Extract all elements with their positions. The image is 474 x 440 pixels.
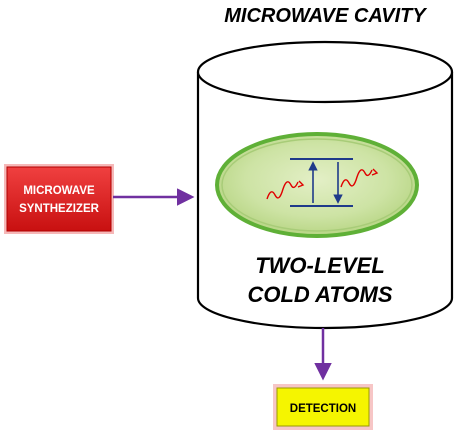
synthesizer-label-line1: MICROWAVE: [23, 185, 95, 197]
absorbed-photon-wave: [266, 181, 299, 200]
detection-box: DETECTION: [273, 384, 373, 430]
absorbed-photon-arrowhead: [297, 180, 305, 188]
emitted-photon-arrowhead: [371, 168, 379, 176]
microwave-synthesizer-box: MICROWAVE SYNTHEZIZER: [4, 164, 114, 234]
detection-rect: [276, 387, 370, 427]
atom-cloud-inner-ring: [221, 138, 413, 232]
cavity-top: [196, 40, 454, 104]
synthesizer-rect: [6, 166, 112, 232]
cavity-title: MICROWAVE CAVITY: [224, 5, 427, 27]
atom-cloud-ellipse: [215, 132, 419, 238]
emitted-photon-wave: [340, 169, 373, 188]
atom-cloud: [215, 132, 419, 238]
atoms-label-line1: TWO-LEVEL: [255, 253, 385, 278]
detection-label: DETECTION: [290, 403, 356, 415]
synthesizer-label-line2: SYNTHEZIZER: [19, 203, 100, 215]
atoms-label-line2: COLD ATOMS: [247, 282, 392, 307]
